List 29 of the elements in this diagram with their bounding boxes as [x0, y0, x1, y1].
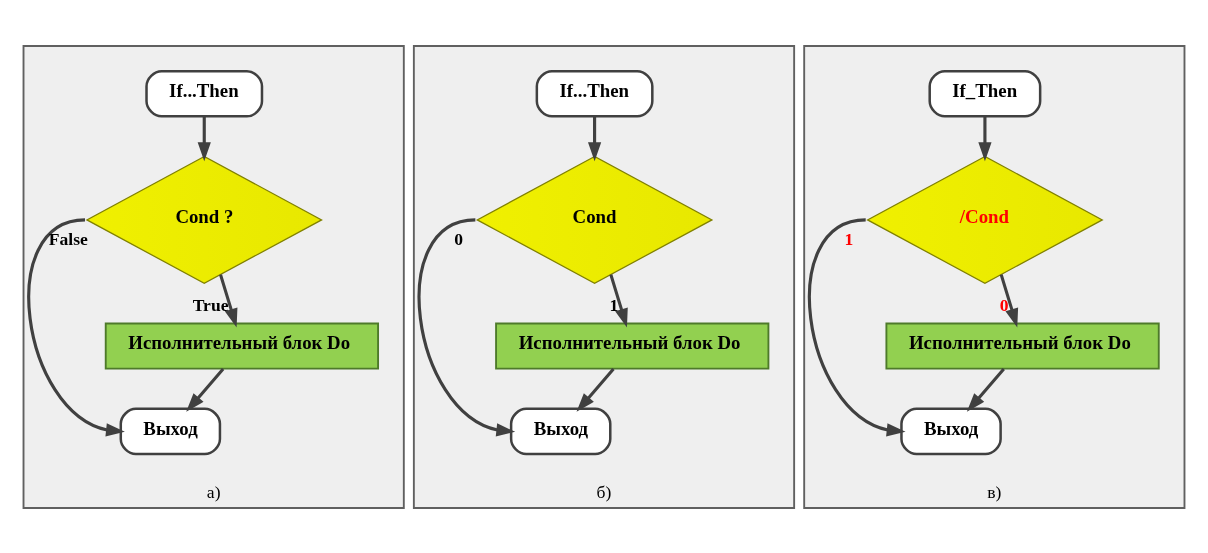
- node-box: Исполнительный блок Do: [885, 322, 1160, 370]
- arrow: [219, 273, 238, 327]
- node-diamond: Cond: [475, 155, 714, 284]
- edge-label: 1: [609, 294, 619, 315]
- edge-label: 0: [999, 294, 1009, 315]
- node-box: Исполнительный блок Do: [104, 322, 379, 370]
- edge-label: True: [192, 294, 229, 315]
- arrow: [587, 116, 602, 161]
- arrow: [807, 217, 906, 436]
- arrow: [966, 367, 1005, 412]
- node-box: Выход: [119, 407, 222, 455]
- node-box: Выход: [509, 407, 612, 455]
- arrow: [417, 217, 516, 436]
- node-box: Выход: [900, 407, 1002, 455]
- arrow: [978, 116, 992, 161]
- arrow: [197, 116, 211, 161]
- edge-label: 0: [454, 228, 464, 249]
- node-box: Исполнительный блок Do: [495, 322, 770, 370]
- arrow: [27, 217, 125, 436]
- arrow: [186, 367, 225, 412]
- node-diamond: /Cond: [866, 155, 1104, 284]
- node-box: If_Then: [928, 69, 1042, 118]
- node-box: If...Then: [145, 69, 264, 118]
- arrow: [609, 273, 628, 327]
- arrow: [999, 273, 1019, 327]
- node-box: If...Then: [535, 69, 654, 118]
- edge-label: 1: [844, 228, 854, 249]
- arrow: [576, 367, 615, 412]
- edge-label: False: [48, 228, 88, 249]
